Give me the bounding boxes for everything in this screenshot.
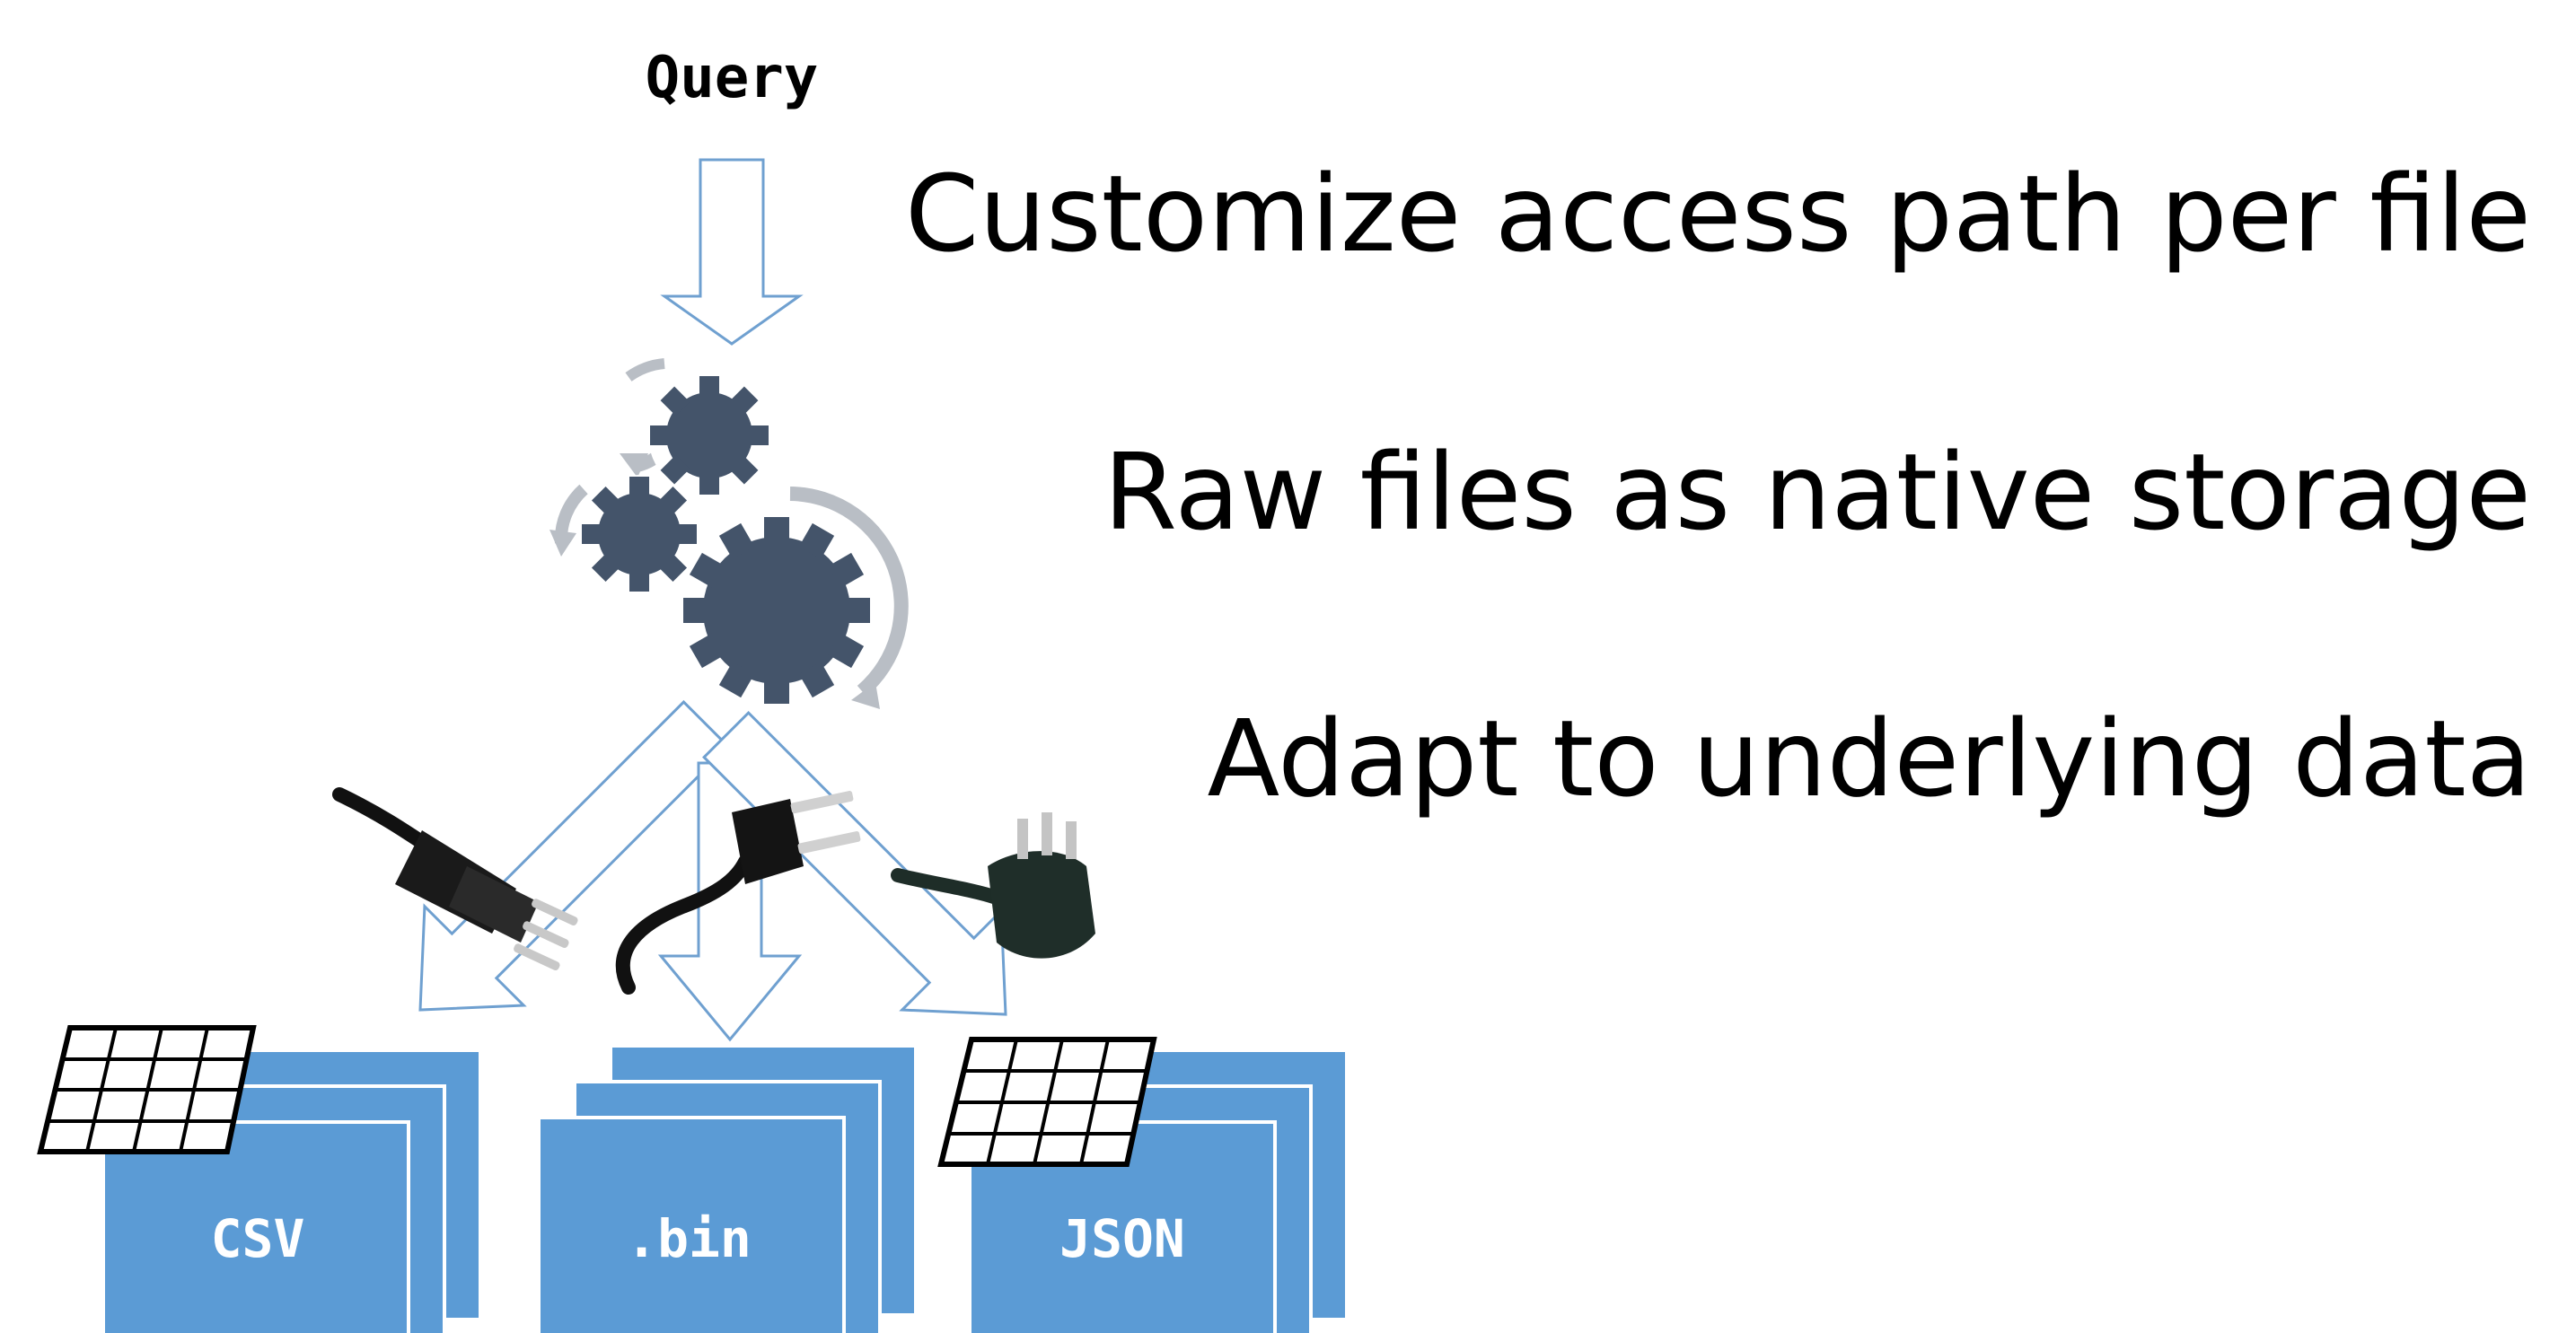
bullet-raw-files-native-storage: Raw files as native storage bbox=[1103, 430, 2531, 554]
italian-plug-icon bbox=[332, 787, 578, 970]
chinese-plug-icon bbox=[891, 812, 1095, 959]
file-label-csv: CSV bbox=[211, 1208, 305, 1269]
bullet-customize-access-path: Customize access path per file bbox=[904, 152, 2531, 276]
left-diagonal-arrow bbox=[418, 699, 731, 1012]
right-diagonal-arrow bbox=[702, 711, 1007, 1016]
bullet-adapt-underlying-data: Adapt to underlying data bbox=[1207, 697, 2531, 820]
table-grid-icon bbox=[37, 1025, 257, 1154]
query-label: Query bbox=[646, 45, 819, 111]
file-label-json: JSON bbox=[1059, 1208, 1185, 1269]
bin-file-stack: .bin bbox=[537, 1044, 918, 1333]
csv-file-stack: CSV bbox=[101, 1048, 482, 1333]
query-down-arrow bbox=[660, 158, 804, 346]
us-plug-icon bbox=[615, 791, 861, 995]
table-grid-icon bbox=[937, 1037, 1157, 1167]
gears-icon bbox=[549, 358, 909, 709]
file-label-bin: .bin bbox=[626, 1208, 752, 1269]
